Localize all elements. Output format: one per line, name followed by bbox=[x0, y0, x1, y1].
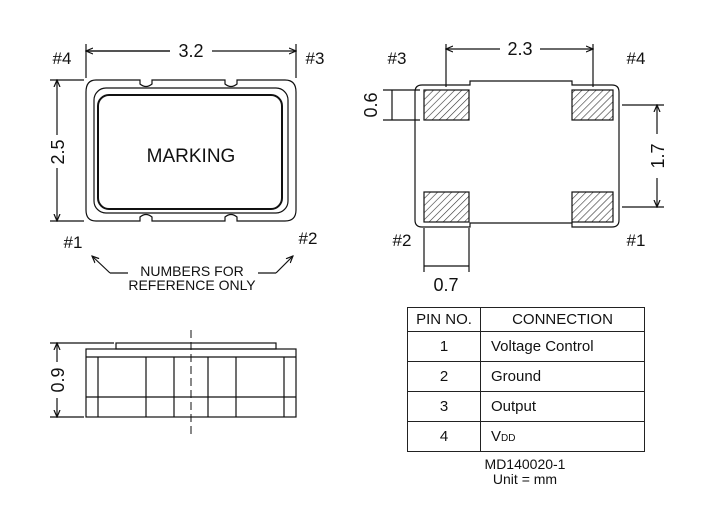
reference-note-line2: REFERENCE ONLY bbox=[128, 277, 256, 293]
table-header-row: PIN NO. CONNECTION bbox=[407, 307, 645, 332]
side-view-lid bbox=[115, 342, 277, 350]
pad-spacing-label: 2.3 bbox=[507, 39, 532, 59]
bottom-pin-label-br: #1 bbox=[627, 231, 646, 250]
pin-connection-table: PIN NO. CONNECTION 1 Voltage Control 2 G… bbox=[407, 307, 645, 452]
pad-pitch-label: 1.7 bbox=[648, 143, 668, 168]
top-height-label: 2.5 bbox=[48, 139, 68, 164]
pin-number-cell: 3 bbox=[407, 391, 481, 422]
pin-number-cell: 1 bbox=[407, 331, 481, 362]
marking-text: MARKING bbox=[147, 146, 236, 167]
connection-cell: Ground bbox=[480, 361, 645, 392]
top-pin-label-bl: #1 bbox=[64, 233, 83, 252]
top-view-lid-outer bbox=[93, 87, 289, 214]
pad-top-right bbox=[571, 89, 614, 121]
side-view bbox=[50, 330, 297, 438]
reference-note-line1: NUMBERS FOR bbox=[140, 263, 243, 279]
top-view-outline bbox=[85, 79, 297, 222]
side-height-label: 0.9 bbox=[48, 367, 68, 392]
bottom-pin-label-tl: #3 bbox=[388, 49, 407, 68]
top-view bbox=[50, 44, 297, 274]
top-pin-label-tr: #3 bbox=[306, 49, 325, 68]
table-row: 2 Ground bbox=[407, 361, 645, 392]
connection-cell: Voltage Control bbox=[480, 331, 645, 362]
header-pin-no: PIN NO. bbox=[407, 307, 481, 332]
drawing-number: MD140020-1 bbox=[484, 456, 566, 472]
pad-bottom-left bbox=[423, 191, 470, 223]
vdd-main: V bbox=[491, 428, 502, 445]
bottom-pin-label-tr: #4 bbox=[627, 49, 646, 68]
bottom-view bbox=[383, 44, 664, 272]
table-row: 1 Voltage Control bbox=[407, 331, 645, 362]
pin-number-cell: 2 bbox=[407, 361, 481, 392]
header-connection: CONNECTION bbox=[480, 307, 645, 332]
pad-top-left bbox=[423, 89, 470, 121]
top-pin-label-br: #2 bbox=[299, 229, 318, 248]
pad-bottom-right bbox=[571, 191, 614, 223]
top-width-label: 3.2 bbox=[178, 41, 203, 61]
pad-height-label: 0.6 bbox=[361, 92, 381, 117]
table-row: 4 VDD bbox=[407, 421, 645, 452]
table-row: 3 Output bbox=[407, 391, 645, 422]
top-view-lid-inner bbox=[97, 94, 283, 210]
unit-note: Unit = mm bbox=[492, 471, 558, 487]
top-pin-label-tl: #4 bbox=[53, 49, 72, 68]
pad-width-label: 0.7 bbox=[433, 275, 458, 295]
bottom-pin-label-bl: #2 bbox=[393, 231, 412, 250]
connection-cell: VDD bbox=[480, 421, 645, 452]
connection-cell: Output bbox=[480, 391, 645, 422]
vdd-subscript: DD bbox=[501, 433, 516, 444]
pin-number-cell: 4 bbox=[407, 421, 481, 452]
bottom-view-outline bbox=[414, 80, 620, 228]
